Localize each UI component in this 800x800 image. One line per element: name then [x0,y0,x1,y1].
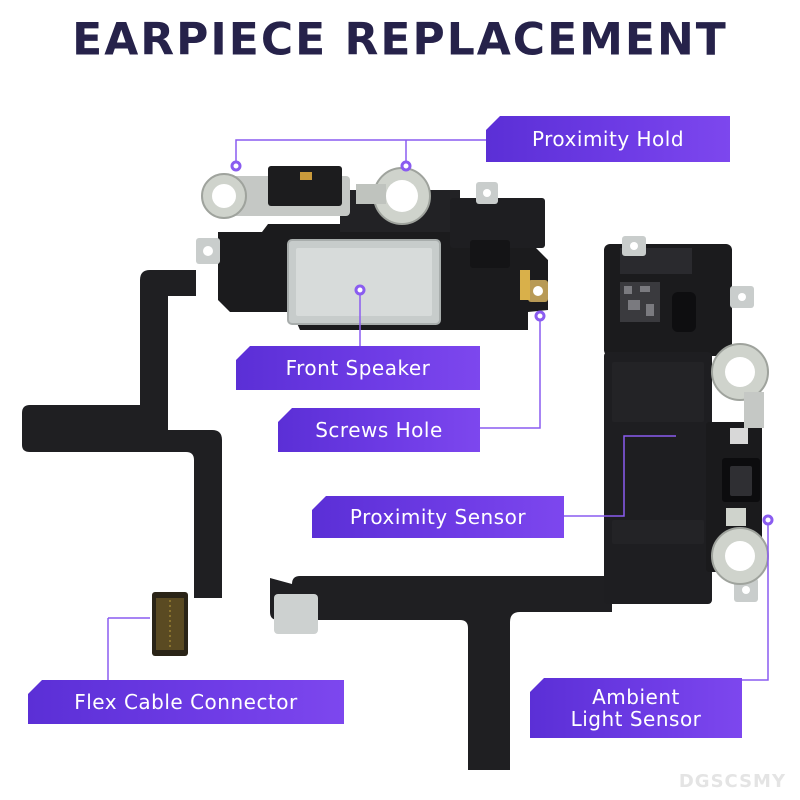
label-proximity-hold: Proximity Hold [486,116,730,162]
label-screws-hole: Screws Hole [278,408,480,452]
label-ambient-light-sensor: Ambient Light Sensor [530,678,742,738]
page-title: EARPIECE REPLACEMENT [72,13,728,66]
right-flex-cable [270,576,612,770]
flex-connector-pad [274,594,318,634]
leader-dots [230,160,774,526]
label-ambient-line-1: Ambient [592,685,680,709]
label-ambient-line-2: Light Sensor [570,707,702,731]
label-flex-cable-connector: Flex Cable Connector [28,680,344,724]
brand-watermark: DGSCSMY [678,771,786,792]
label-proximity-sensor: Proximity Sensor [312,496,564,538]
left-flex-cable [22,270,222,598]
label-front-speaker: Front Speaker [236,346,480,390]
